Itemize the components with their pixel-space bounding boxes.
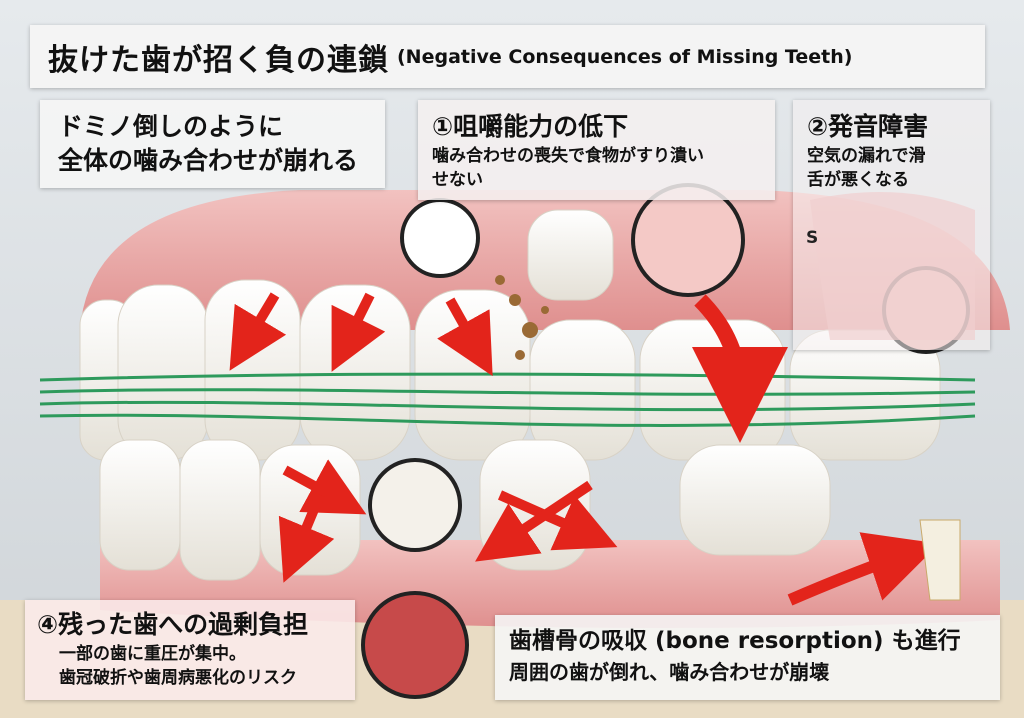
- point2-body-line2: 舌が悪くなる: [807, 170, 909, 190]
- title-english: (Negative Consequences of Missing Teeth): [397, 45, 853, 68]
- point1-body-line2: せない: [432, 170, 483, 190]
- food-debris: [495, 275, 549, 360]
- point2-callout: ②発音障害 空気の漏れで滑 舌が悪くなる: [793, 100, 990, 350]
- point2-heading: ②発音障害: [807, 112, 929, 141]
- point4-body-line2: 歯冠破折や歯周病悪化のリスク: [59, 668, 297, 688]
- red-arrows: [229, 292, 940, 606]
- point1-heading: ①咀嚼能力の低下: [432, 112, 629, 141]
- domino-line2: 全体の噛み合わせが崩れる: [58, 146, 359, 175]
- bone-resorption-callout: 歯槽骨の吸収 (bone resorption) も進行 周囲の歯が倒れ、噛み合…: [495, 615, 1000, 700]
- point4-body-line1: 一部の歯に重圧が集中。: [59, 644, 246, 664]
- point4-callout: ④残った歯への過剰負担 一部の歯に重圧が集中。 歯冠破折や歯周病悪化のリスク: [25, 600, 355, 700]
- point1-body-line1: 噛み合わせの喪失で食物がすり潰い: [432, 146, 704, 166]
- domino-callout: ドミノ倒しのように 全体の噛み合わせが崩れる: [40, 100, 385, 188]
- title-japanese: 抜けた歯が招く負の連鎖: [48, 42, 389, 78]
- point2-body-line1: 空気の漏れで滑: [807, 146, 926, 166]
- bone-body: 周囲の歯が倒れ、噛み合わせが崩壊: [509, 660, 830, 684]
- title-banner: 抜けた歯が招く負の連鎖 (Negative Consequences of Mi…: [30, 25, 985, 88]
- bone-loss-tooth: [919, 519, 961, 601]
- point4-heading: ④残った歯への過剰負担: [37, 610, 309, 639]
- bone-heading: 歯槽骨の吸収 (bone resorption) も進行: [509, 628, 961, 654]
- sound-s-label: S: [806, 228, 819, 248]
- domino-line1: ドミノ倒しのように: [58, 112, 284, 141]
- point1-callout: ①咀嚼能力の低下 噛み合わせの喪失で食物がすり潰い せない: [418, 100, 775, 200]
